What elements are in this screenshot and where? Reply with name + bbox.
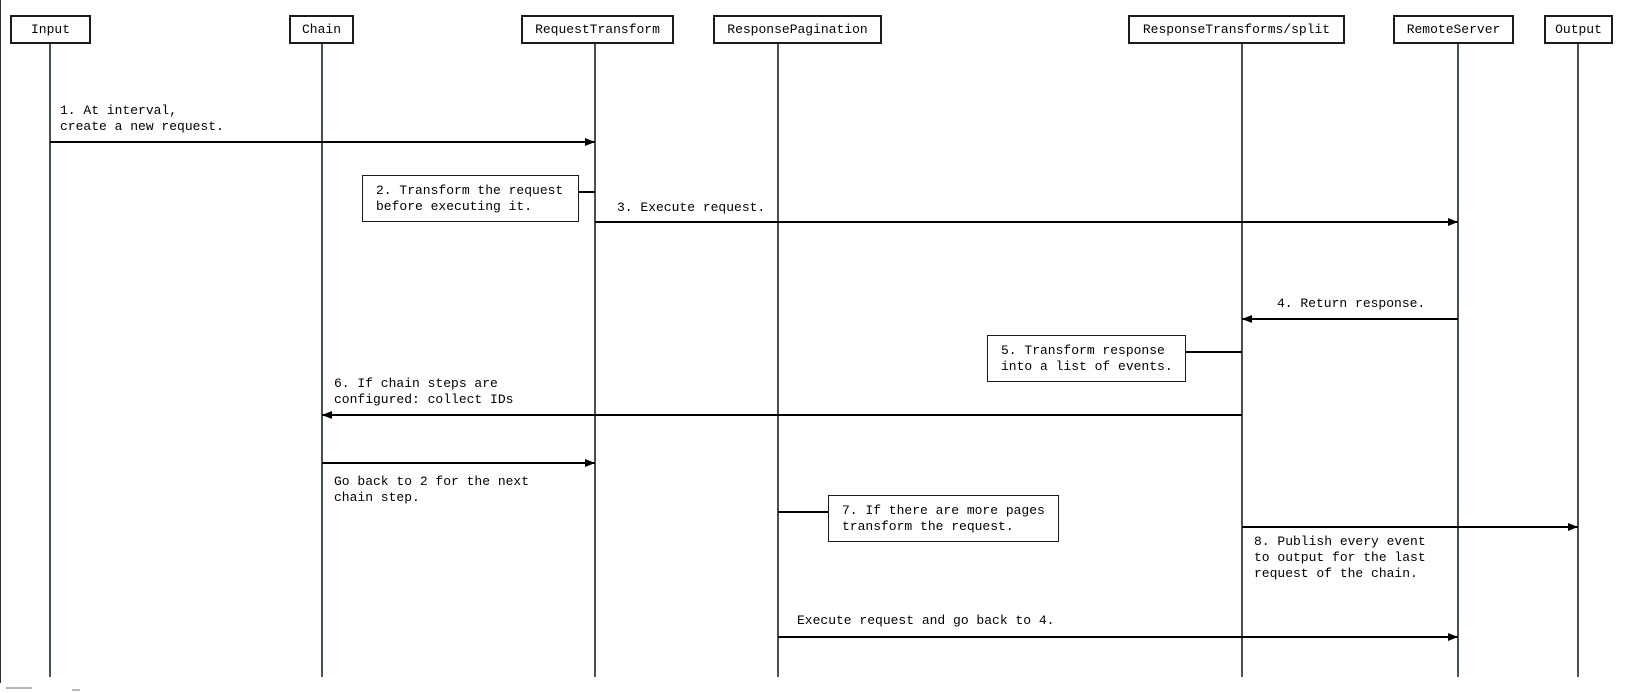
message-line-step4-return-response <box>1242 318 1458 320</box>
bottom-left-mark-artifact <box>6 687 32 689</box>
actor-box-response-transforms-split: ResponseTransforms/split <box>1128 15 1345 44</box>
message-line-step3-execute-request <box>595 221 1458 223</box>
note-label-step2-transform-request-line2: before executing it. <box>376 199 533 214</box>
actor-box-response-pagination: ResponsePagination <box>713 15 882 44</box>
lifeline-response-pagination <box>777 44 779 677</box>
message-label-go-back-to-2-line1: Go back to 2 for the next <box>334 474 530 489</box>
lifeline-remote-server <box>1457 44 1459 677</box>
actor-label-response-pagination: ResponsePagination <box>727 21 868 37</box>
message-arrowhead-step8-publish-events <box>1568 522 1578 531</box>
actor-box-remote-server: RemoteServer <box>1393 15 1514 44</box>
message-label-step6-collect-ids-line2: configured: collect IDs <box>334 392 514 407</box>
actor-label-request-transform: RequestTransform <box>535 21 660 37</box>
note-label-step5-transform-response-line2: into a list of events. <box>1001 359 1173 374</box>
lifeline-chain <box>321 44 323 677</box>
note-label-step7-more-pages-line1: 7. If there are more pages <box>842 503 1045 518</box>
actor-box-output: Output <box>1544 15 1613 44</box>
message-line-step8-publish-events <box>1242 526 1578 528</box>
message-line-step1-create-request <box>50 141 595 143</box>
actor-label-chain: Chain <box>301 21 341 37</box>
note-label-step2-transform-request-line1: 2. Transform the request <box>376 183 564 198</box>
note-label-step5-transform-response-line1: 5. Transform response <box>1001 343 1165 358</box>
message-label-step1-create-request-line2: create a new request. <box>60 119 224 134</box>
actor-label-remote-server: RemoteServer <box>1406 21 1501 37</box>
message-arrowhead-step3-execute-request <box>1448 217 1458 226</box>
message-line-execute-go-back-to-4 <box>778 636 1458 638</box>
message-label-execute-go-back-to-4-line1: Execute request and go back to 4. <box>797 613 1055 628</box>
message-label-step8-publish-events-line1: 8. Publish every event <box>1254 534 1426 549</box>
lifeline-response-transforms-split <box>1241 44 1243 677</box>
window-edge-artifact <box>0 0 1 683</box>
message-label-step3-execute-request-line1: 3. Execute request. <box>617 200 766 215</box>
message-arrowhead-go-back-to-2 <box>585 458 595 467</box>
actor-label-input: Input <box>30 21 70 37</box>
message-label-step8-publish-events-line3: request of the chain. <box>1254 566 1418 581</box>
message-label-step4-return-response-line1: 4. Return response. <box>1277 296 1426 311</box>
actor-label-output: Output <box>1555 21 1602 37</box>
note-label-step7-more-pages-line2: transform the request. <box>842 519 1014 534</box>
actor-box-chain: Chain <box>289 15 354 44</box>
note-connector-step2-transform-request <box>579 191 595 193</box>
note-connector-step5-transform-response <box>1186 351 1242 353</box>
bottom-left-tick-artifact <box>72 689 80 691</box>
message-line-go-back-to-2 <box>322 462 595 464</box>
message-label-go-back-to-2-line2: chain step. <box>334 490 420 505</box>
lifeline-output <box>1577 44 1579 677</box>
message-label-step1-create-request-line1: 1. At interval, <box>60 103 178 118</box>
message-arrowhead-step6-collect-ids <box>322 410 332 419</box>
message-arrowhead-step4-return-response <box>1242 314 1252 323</box>
message-arrowhead-step1-create-request <box>585 137 595 146</box>
note-connector-step7-more-pages <box>778 511 828 513</box>
message-label-step6-collect-ids-line1: 6. If chain steps are <box>334 376 498 391</box>
message-label-step8-publish-events-line2: to output for the last <box>1254 550 1426 565</box>
actor-box-input: Input <box>10 15 91 44</box>
actor-box-request-transform: RequestTransform <box>521 15 674 44</box>
message-arrowhead-execute-go-back-to-4 <box>1448 632 1458 641</box>
message-line-step6-collect-ids <box>322 414 1242 416</box>
lifeline-input <box>49 44 51 677</box>
lifeline-request-transform <box>594 44 596 677</box>
actor-label-response-transforms-split: ResponseTransforms/split <box>1142 21 1331 37</box>
